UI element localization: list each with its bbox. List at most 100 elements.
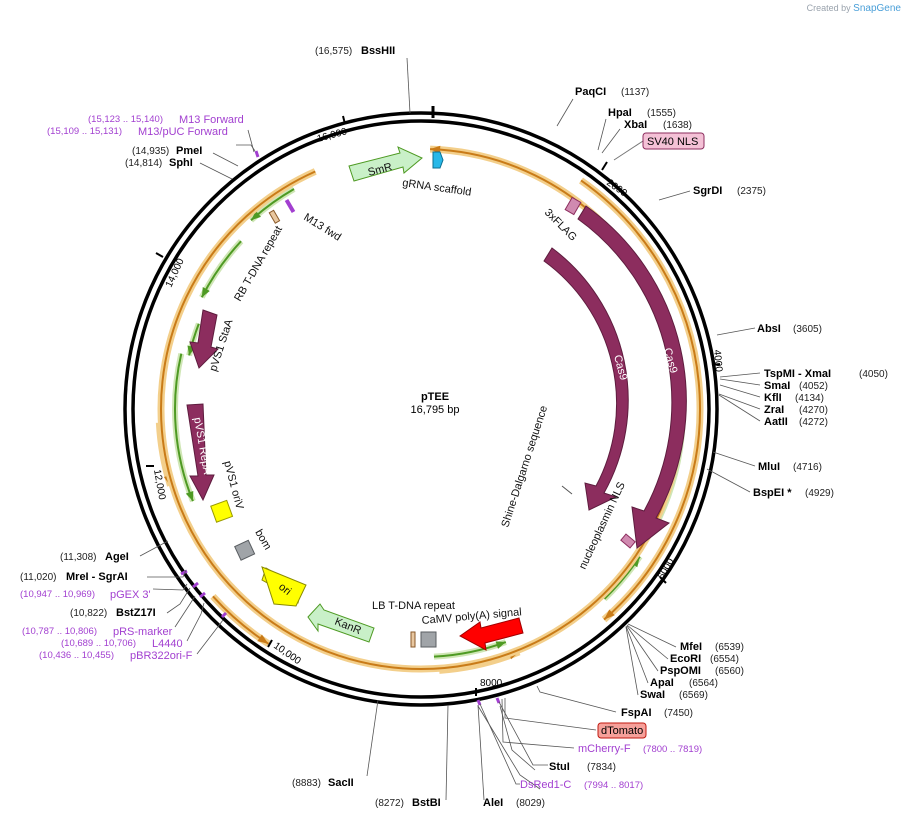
enzyme-stui: StuI bbox=[549, 761, 570, 773]
bom-box bbox=[234, 539, 256, 561]
orf-arc-right-long bbox=[580, 179, 701, 621]
enzyme-paqci: PaqCI bbox=[575, 86, 606, 98]
enzyme-ecori: EcoRI bbox=[670, 653, 701, 665]
enzyme-sacii: SacII bbox=[328, 777, 354, 789]
enzyme-bstz17i-pos: (10,822) bbox=[70, 608, 107, 619]
tick-8000: 8000 bbox=[480, 678, 503, 689]
pvs1-oriv-box bbox=[210, 499, 234, 523]
enzyme-kfli-pos: (4134) bbox=[795, 393, 824, 404]
primer-dsred1-c: DsRed1-C bbox=[520, 779, 571, 791]
tick-4000: 4000 bbox=[711, 349, 724, 373]
backbone-inner-ring bbox=[131, 119, 711, 699]
enzyme-sgrdi: SgrDI bbox=[693, 185, 722, 197]
ori-arrow-head bbox=[261, 566, 307, 607]
smr-arrow bbox=[348, 146, 423, 182]
orf-arc-top-left-head bbox=[251, 210, 261, 221]
primer-labels: (15,123 .. 15,140) M13 Forward (15,109 .… bbox=[20, 114, 702, 791]
primer-m13puc-forward: M13/pUC Forward bbox=[138, 126, 228, 138]
credit-prefix: Created by bbox=[806, 3, 851, 13]
enzyme-bstbi: BstBI bbox=[412, 797, 441, 809]
enzyme-mfei-pos: (6539) bbox=[715, 642, 744, 653]
orf-arc-right-long-head bbox=[604, 609, 615, 620]
nls-tag bbox=[620, 533, 636, 549]
enzyme-zrai: ZraI bbox=[764, 404, 784, 416]
kanr-arrow bbox=[307, 603, 375, 643]
enzyme-alei: AleI bbox=[483, 797, 503, 809]
grna-scaffold-label: gRNA scaffold bbox=[402, 177, 473, 199]
sv40-nls-box bbox=[642, 132, 705, 150]
enzyme-fspai-pos: (7450) bbox=[664, 708, 693, 719]
bom-label: bom bbox=[252, 528, 273, 553]
enzyme-swai-pos: (6569) bbox=[679, 690, 708, 701]
enzyme-kfli: KflI bbox=[764, 392, 782, 404]
primer-m13puc-forward-range: (15,109 .. 15,131) bbox=[47, 126, 122, 137]
enzyme-apai: ApaI bbox=[650, 677, 674, 689]
enzyme-swai: SwaI bbox=[640, 689, 665, 701]
enzyme-absi: AbsI bbox=[757, 323, 781, 335]
dtomato-box bbox=[597, 722, 647, 739]
enzyme-labels-left: (16,575) BssHII (14,935) PmeI (14,814) S… bbox=[20, 45, 441, 809]
backbone-outer-ring bbox=[123, 111, 719, 707]
orf-arc-upper-left-head bbox=[201, 287, 210, 298]
enzyme-aatii: AatII bbox=[764, 416, 788, 428]
plasmid-size: 16,795 bp bbox=[411, 404, 460, 416]
tick-12000: 12,000 bbox=[151, 469, 167, 501]
orf-arc-left-b bbox=[174, 353, 194, 502]
enzyme-sphi: SphI bbox=[169, 157, 193, 169]
orf-arc-bottom-right-b-head bbox=[495, 641, 506, 649]
enzyme-mlui: MluI bbox=[758, 461, 780, 473]
enzyme-hpai: HpaI bbox=[608, 107, 632, 119]
enzyme-pmei: PmeI bbox=[176, 145, 202, 157]
cas9-outer-arrow bbox=[577, 205, 687, 549]
primer-pgex3-range: (10,947 .. 10,969) bbox=[20, 589, 95, 600]
enzyme-labels-right: PaqCI (1137) HpaI (1555) XbaI (1638) Sgr… bbox=[483, 86, 888, 809]
enzyme-bspei: BspEI * bbox=[753, 487, 792, 499]
primer-dsred1-c-range: (7994 .. 8017) bbox=[584, 780, 643, 791]
enzyme-ecori-pos: (6554) bbox=[710, 654, 739, 665]
enzyme-paqci-pos: (1137) bbox=[621, 87, 649, 98]
grna-scaffold-arrow bbox=[432, 151, 444, 169]
enzyme-agei: AgeI bbox=[105, 551, 129, 563]
orf-arc-bottom-left-head bbox=[257, 634, 269, 644]
enzyme-apai-pos: (6564) bbox=[689, 678, 718, 689]
enzyme-smai: SmaI bbox=[764, 380, 790, 392]
pvs1-staa-arrow bbox=[189, 309, 219, 369]
enzyme-mrei-sgrai: MreI - SgrAI bbox=[66, 571, 128, 583]
orf-arc-bottom-left-halo bbox=[210, 594, 271, 647]
sv40-leader bbox=[613, 140, 644, 161]
shine-dalgarno-marker bbox=[561, 485, 573, 495]
enzyme-hpai-pos: (1555) bbox=[647, 108, 676, 119]
orf-arc-bottom-right-b-halo bbox=[433, 639, 507, 660]
enzyme-sgrdi-pos: (2375) bbox=[737, 186, 766, 197]
ori-label: ori bbox=[276, 581, 293, 598]
enzyme-bstz17i: BstZ17I bbox=[116, 607, 156, 619]
m13-fwd-marker bbox=[284, 198, 296, 214]
enzyme-bsshii: BssHII bbox=[361, 45, 395, 57]
enzyme-tspmi-xmai: TspMI - XmaI bbox=[764, 368, 831, 380]
enzyme-stui-pos: (7834) bbox=[587, 762, 616, 773]
primer-pbr322ori-f: pBR322ori-F bbox=[130, 650, 193, 662]
enzyme-sphi-pos: (14,814) bbox=[125, 158, 162, 169]
primer-mcherry-f: mCherry-F bbox=[578, 743, 631, 755]
primer-l4440: L4440 bbox=[152, 638, 183, 650]
enzyme-bspei-pos: (4929) bbox=[805, 488, 834, 499]
primer-pbr322ori-f-range: (10,436 .. 10,455) bbox=[39, 650, 114, 661]
enzyme-bstbi-pos: (8272) bbox=[375, 798, 404, 809]
enzyme-mlui-pos: (4716) bbox=[793, 462, 822, 473]
primer-l4440-range: (10,689 .. 10,706) bbox=[61, 638, 136, 649]
enzyme-alei-pos: (8029) bbox=[516, 798, 545, 809]
enzyme-pspomi-pos: (6560) bbox=[715, 666, 744, 677]
enzyme-leaders-right bbox=[477, 98, 761, 801]
camv-polya-box bbox=[420, 631, 437, 648]
enzyme-fspai: FspAI bbox=[621, 707, 652, 719]
sv40-nls-label: SV40 NLS bbox=[647, 136, 698, 148]
dtomato-arrow bbox=[459, 617, 524, 651]
primer-prs-marker: pRS-marker bbox=[113, 626, 173, 638]
lb-tdna-label: LB T-DNA repeat bbox=[372, 600, 455, 612]
enzyme-agei-pos: (11,308) bbox=[60, 552, 97, 563]
primer-m13-forward-range: (15,123 .. 15,140) bbox=[88, 114, 163, 125]
shine-dalgarno-label: Shine-Dalgarno sequence bbox=[499, 404, 550, 529]
snapgene-brand: SnapGene bbox=[853, 3, 901, 14]
enzyme-zrai-pos: (4270) bbox=[799, 405, 828, 416]
